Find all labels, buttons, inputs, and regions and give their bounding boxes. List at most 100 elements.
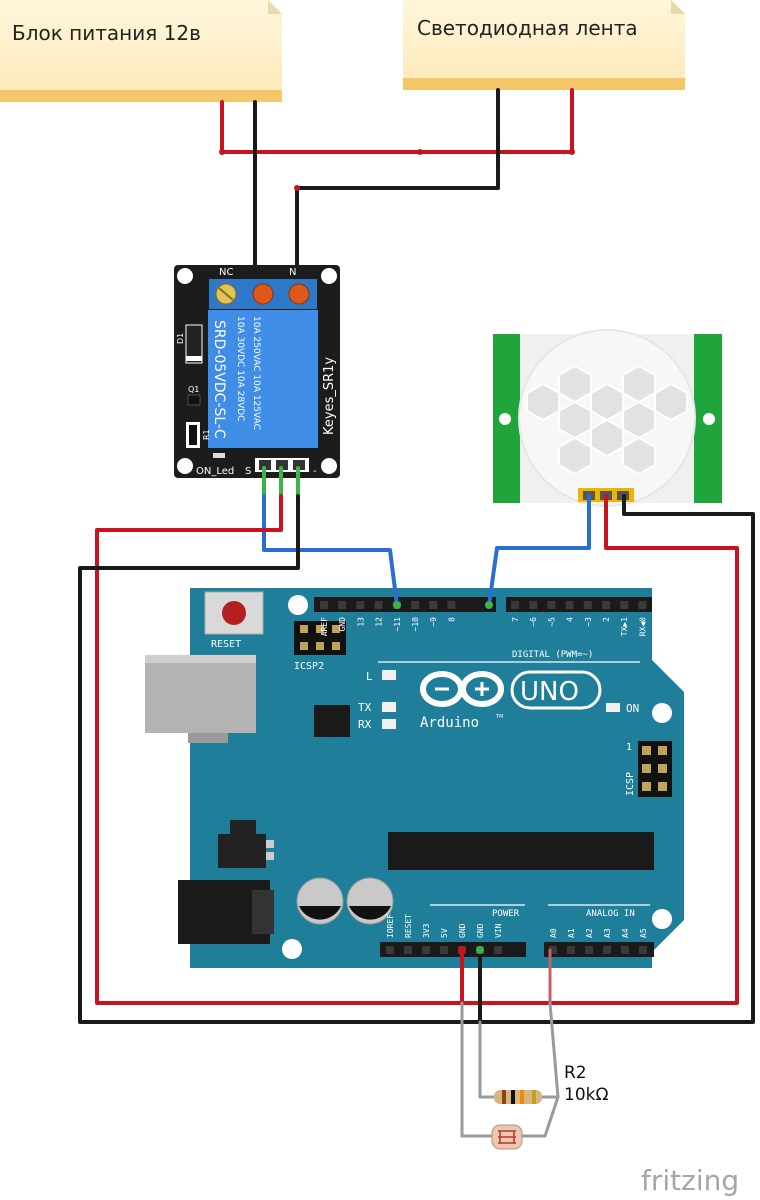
icsp-label: ICSP bbox=[625, 772, 636, 796]
note-power-supply-text: Блок питания 12в bbox=[12, 21, 201, 45]
header-socket bbox=[374, 601, 383, 609]
arduino-tm-text: TM bbox=[495, 714, 503, 720]
capacitor-2-icon bbox=[346, 877, 394, 925]
fritzing-watermark: fritzing bbox=[641, 1164, 739, 1197]
relay-module: NC N SRD-05VDC-SL-C 10A 250VAC 10A 125VA… bbox=[174, 265, 340, 478]
pin-label: ~11 bbox=[393, 617, 402, 632]
pin-label: VIN bbox=[494, 923, 503, 938]
header-socket bbox=[320, 601, 328, 609]
header-socket bbox=[549, 946, 557, 954]
header-socket bbox=[494, 946, 502, 954]
pin-label: ~3 bbox=[584, 617, 593, 627]
pin-label: ~5 bbox=[547, 617, 556, 627]
pin-label: 3V3 bbox=[422, 923, 431, 938]
pin-label: A1 bbox=[567, 928, 576, 938]
relay-r1-label: R1 bbox=[202, 429, 211, 440]
header-socket bbox=[338, 601, 347, 609]
relay-onled-label: ON_Led bbox=[196, 466, 234, 477]
pin-label: ~9 bbox=[429, 617, 438, 627]
relay-q1-label: Q1 bbox=[188, 385, 199, 394]
relay-brand-text: Keyes_SR1y bbox=[322, 357, 337, 435]
header-socket bbox=[603, 946, 611, 954]
pin-label: 13 bbox=[356, 617, 365, 627]
pin-label: 7 bbox=[511, 617, 520, 622]
top-wires bbox=[219, 88, 575, 292]
note-led-strip-text: Светодиодная лента bbox=[417, 16, 638, 40]
analog-label: ANALOG IN bbox=[586, 909, 635, 919]
reset-label: RESET bbox=[211, 639, 241, 650]
board-wires bbox=[78, 466, 755, 1138]
note-led-strip: Светодиодная лента bbox=[403, 0, 685, 90]
pin-label: ~10 bbox=[411, 617, 420, 632]
analog-pin-labels: A0 A1 A2 A3 A4 A5 bbox=[549, 928, 648, 954]
pin-label: 2 bbox=[602, 617, 611, 622]
relay-rating-1: 10A 250VAC 10A 125VAC bbox=[251, 316, 261, 430]
pin-label: 4 bbox=[566, 617, 575, 622]
header-socket bbox=[529, 601, 538, 609]
pir-lens-icon bbox=[526, 364, 688, 476]
pin-label: A0 bbox=[549, 928, 558, 938]
header-socket bbox=[639, 946, 647, 954]
header-socket bbox=[447, 601, 456, 609]
pin-label: GND bbox=[476, 923, 485, 938]
header-socket bbox=[602, 601, 610, 609]
relay-rating-2: 10A 30VDC 10A 28VDC bbox=[235, 316, 245, 421]
uno-logo-text: UNO bbox=[520, 677, 579, 707]
pin-label: 5V bbox=[440, 928, 449, 938]
pin-label: GND bbox=[338, 617, 347, 632]
header-socket bbox=[411, 601, 419, 609]
header-socket bbox=[511, 601, 519, 609]
arduino-logo-icon bbox=[420, 671, 504, 707]
pin-label: RX◀0 bbox=[638, 617, 647, 636]
header-socket bbox=[429, 601, 438, 609]
header-socket bbox=[567, 946, 575, 954]
pin-label: A3 bbox=[603, 928, 612, 938]
header-socket bbox=[404, 946, 412, 954]
arduino-brand-text: Arduino bbox=[420, 715, 479, 731]
header-socket bbox=[583, 601, 592, 609]
relay-s-label: S bbox=[245, 466, 251, 477]
resistor-r2: R2 10kΩ bbox=[494, 1063, 608, 1105]
pin-label: A4 bbox=[621, 928, 630, 938]
header-socket bbox=[547, 601, 556, 609]
relay-nc-label: NC bbox=[219, 267, 233, 278]
pir-sensor bbox=[493, 329, 722, 507]
digital-pin-labels: AREF GND 13 12 ~11 ~10 ~9 8 7 ~6 ~5 4 ~3 2 TX▶1 RX◀0 bbox=[320, 601, 647, 636]
pin-label: RESET bbox=[404, 914, 413, 938]
capacitor-1-icon bbox=[296, 877, 344, 925]
header-socket bbox=[565, 601, 574, 609]
header-socket bbox=[440, 946, 448, 954]
pin-label: 12 bbox=[375, 617, 384, 627]
header-socket bbox=[356, 601, 365, 609]
header-socket bbox=[638, 601, 647, 609]
power-label: POWER bbox=[492, 909, 520, 919]
relay-minus-label: - bbox=[313, 466, 317, 477]
led-l-label: L bbox=[366, 670, 373, 683]
pin-label: TX▶1 bbox=[620, 617, 629, 636]
pin-label: A2 bbox=[585, 928, 594, 938]
header-socket bbox=[585, 946, 593, 954]
pin-label: AREF bbox=[320, 617, 329, 636]
arduino-uno-board: RESET ICSP2 L TX RX UNO Arduino TM ON bbox=[145, 588, 684, 968]
resistor-name: R2 bbox=[564, 1063, 587, 1083]
header-socket bbox=[422, 946, 430, 954]
pin-label: 8 bbox=[447, 617, 456, 622]
relay-d1-label: D1 bbox=[176, 333, 185, 344]
digital-label: DIGITAL (PWM=~) bbox=[512, 650, 593, 660]
led-tx-label: TX bbox=[358, 701, 372, 714]
header-socket bbox=[620, 601, 629, 609]
led-rx-label: RX bbox=[358, 718, 372, 731]
pin-label: ~6 bbox=[529, 617, 538, 627]
pin-label: GND bbox=[458, 923, 467, 938]
header-socket bbox=[386, 946, 394, 954]
photoresistor-icon bbox=[491, 1124, 523, 1150]
relay-no-label: N bbox=[289, 267, 296, 278]
pin-label: A5 bbox=[639, 928, 648, 938]
pin-label: IOREF bbox=[386, 914, 395, 938]
icsp-pin1-label: 1 bbox=[626, 742, 632, 753]
note-power-supply: Блок питания 12в bbox=[0, 0, 282, 102]
header-socket bbox=[621, 946, 629, 954]
resistor-value: 10kΩ bbox=[564, 1085, 608, 1105]
icsp2-label: ICSP2 bbox=[294, 661, 324, 672]
